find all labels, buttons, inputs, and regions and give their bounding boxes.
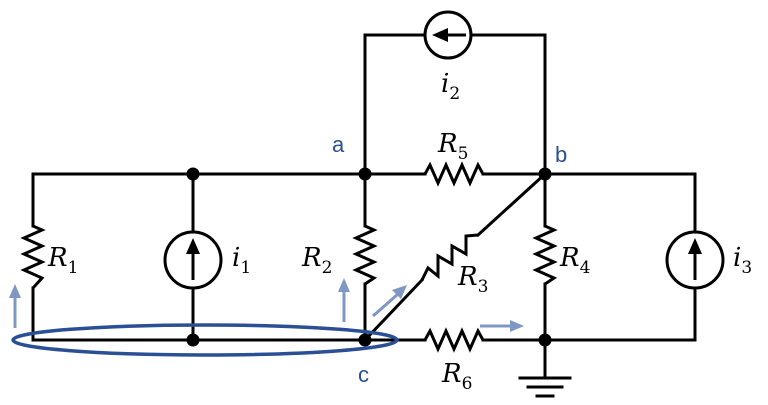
- resistor-r6: [423, 327, 485, 353]
- label-r6: R6: [441, 359, 472, 394]
- junction-dot: [186, 167, 200, 181]
- junction-dot: [186, 333, 200, 347]
- supernode-ellipse: [11, 323, 399, 357]
- wires: [31, 33, 697, 380]
- node-c-label: c: [358, 362, 369, 387]
- label-r1: R1: [47, 243, 78, 278]
- label-r2: R2: [301, 243, 332, 278]
- current-arrow-r6: [480, 320, 524, 332]
- resistor-r3: [420, 233, 479, 281]
- resistor-r5: [423, 161, 485, 187]
- node-a-label: a: [332, 132, 345, 157]
- current-source-i3: [665, 230, 725, 290]
- current-arrow-r2: [338, 278, 350, 322]
- resistor-r1: [20, 224, 46, 290]
- label-r5: R5: [437, 129, 468, 164]
- current-source-i1: [163, 230, 223, 290]
- label-r3: R3: [457, 262, 488, 297]
- ground-symbol: [518, 376, 572, 398]
- label-i1: i1: [232, 243, 251, 278]
- node-b-label: b: [555, 142, 567, 167]
- label-i3: i3: [733, 243, 752, 278]
- wire-r3-diagonal: [362, 171, 548, 343]
- junction-dot: [538, 333, 552, 347]
- current-source-i2: [423, 10, 473, 60]
- wire-top-i2: [363, 33, 547, 176]
- label-i2: i2: [441, 69, 460, 104]
- resistor-r2: [352, 224, 378, 286]
- node-c-dot: [358, 333, 372, 347]
- current-arrow-r3: [372, 285, 407, 318]
- label-r4: R4: [559, 243, 590, 278]
- current-arrow-r1: [9, 284, 21, 328]
- resistor-r4: [532, 224, 558, 286]
- node-a-dot: [358, 167, 372, 181]
- node-b-dot: [538, 167, 552, 181]
